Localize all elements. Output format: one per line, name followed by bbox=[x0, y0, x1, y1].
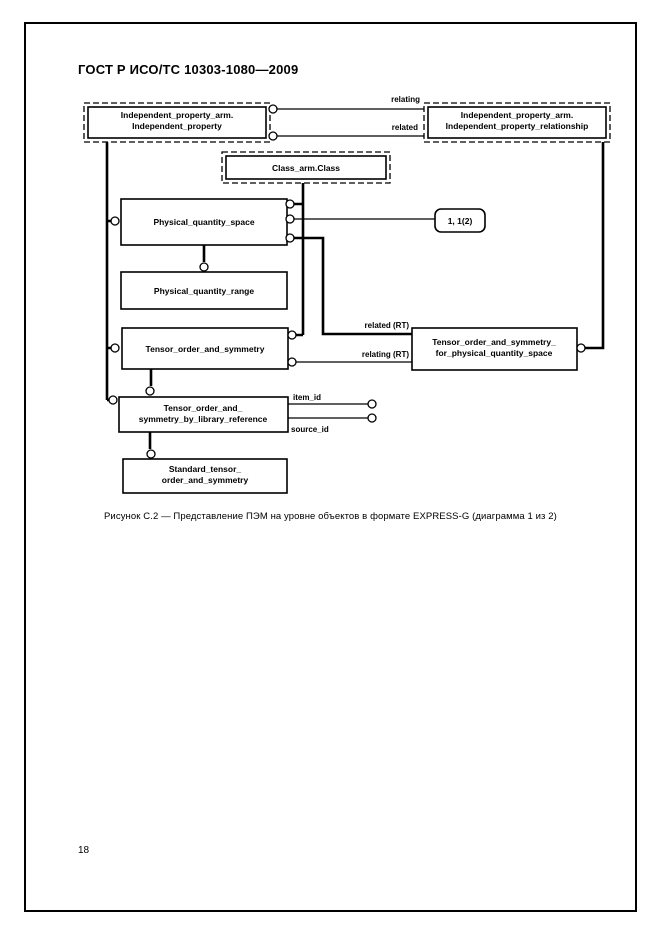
node-independent-property-relationship-box bbox=[427, 106, 607, 139]
edge-relationship-spine bbox=[585, 142, 605, 350]
connector-circle bbox=[576, 343, 586, 353]
node-tensor-for-pqs: Tensor_order_and_symmetry_ for_physical_… bbox=[411, 327, 578, 371]
node-tensor-order-and-symmetry: Tensor_order_and_symmetry bbox=[121, 327, 289, 370]
node-tensor-order-and-symmetry-box bbox=[121, 327, 289, 370]
figure-caption: Рисунок С.2 — Представление ПЭМ на уровн… bbox=[104, 511, 557, 522]
connector-circle bbox=[287, 357, 297, 367]
edge-label-source-id: source_id bbox=[291, 425, 329, 434]
node-page-ref: 1, 1(2) bbox=[434, 208, 486, 233]
node-label: 1, 1(2) bbox=[448, 216, 473, 226]
connector-circle bbox=[110, 216, 120, 226]
node-physical-quantity-space: Physical_quantity_space bbox=[120, 198, 288, 246]
node-independent-property-outer bbox=[83, 102, 271, 143]
node-label: Tensor_order_and_ bbox=[164, 403, 243, 413]
node-label: Independent_property_arm. bbox=[461, 110, 573, 120]
edge-label-item-id: item_id bbox=[293, 393, 321, 402]
edge-left-spine bbox=[105, 142, 111, 402]
node-label: Physical_quantity_space bbox=[153, 217, 254, 227]
document-header: ГОСТ Р ИСО/ТС 10303-1080—2009 bbox=[78, 62, 299, 77]
node-tensor-by-library-reference: Tensor_order_and_ symmetry_by_library_re… bbox=[118, 396, 289, 433]
edge-label-relating: relating bbox=[391, 95, 420, 104]
connector-circle bbox=[110, 343, 120, 353]
edge-label-relating-rt: relating (RT) bbox=[362, 350, 409, 359]
node-label: Independent_property_relationship bbox=[446, 121, 589, 131]
node-class: Class_arm.Class bbox=[221, 151, 391, 184]
node-label: Physical_quantity_range bbox=[154, 286, 254, 296]
node-independent-property: Independent_property_arm. Independent_pr… bbox=[83, 102, 271, 143]
connector-circle bbox=[199, 262, 209, 272]
node-label: Independent_property bbox=[132, 121, 222, 131]
page-number: 18 bbox=[78, 845, 90, 856]
connector-circle bbox=[108, 395, 118, 405]
edge-related-rt-line bbox=[294, 236, 412, 336]
node-independent-property-relationship-outer bbox=[423, 102, 611, 143]
node-physical-quantity-range: Physical_quantity_range bbox=[120, 271, 288, 310]
node-standard-tensor: Standard_tensor_ order_and_symmetry bbox=[122, 458, 288, 494]
node-class-outer bbox=[221, 151, 391, 184]
connector-circle bbox=[146, 449, 156, 459]
node-tensor-by-library-reference-box bbox=[118, 396, 289, 433]
connector-circle bbox=[145, 386, 155, 396]
node-independent-property-relationship: Independent_property_arm. Independent_pr… bbox=[423, 102, 611, 143]
connector-circle bbox=[367, 413, 377, 423]
node-label: Independent_property_arm. bbox=[121, 110, 233, 120]
edge-class-spine bbox=[294, 183, 305, 337]
edge-label-related-rt: related (RT) bbox=[365, 321, 410, 330]
connector-circle bbox=[268, 104, 278, 114]
node-page-ref-box bbox=[434, 208, 486, 233]
node-label: for_physical_quantity_space bbox=[436, 348, 553, 358]
node-physical-quantity-range-box bbox=[120, 271, 288, 310]
node-independent-property-box bbox=[87, 106, 267, 139]
edge-label-related: related bbox=[392, 123, 418, 132]
connector-circle bbox=[285, 199, 295, 209]
node-label: Tensor_order_and_symmetry_ bbox=[432, 337, 556, 347]
node-standard-tensor-box bbox=[122, 458, 288, 494]
node-label: Standard_tensor_ bbox=[169, 464, 242, 474]
connector-circle bbox=[285, 233, 295, 243]
connector-circle bbox=[287, 330, 297, 340]
node-class-box bbox=[225, 155, 387, 180]
connector-circle bbox=[268, 131, 278, 141]
page-border bbox=[24, 22, 637, 912]
connector-circle bbox=[285, 214, 295, 224]
node-label: order_and_symmetry bbox=[162, 475, 249, 485]
node-label: symmetry_by_library_reference bbox=[139, 414, 268, 424]
node-label: Tensor_order_and_symmetry bbox=[146, 344, 265, 354]
node-label: Class_arm.Class bbox=[272, 163, 340, 173]
connector-circle bbox=[367, 399, 377, 409]
